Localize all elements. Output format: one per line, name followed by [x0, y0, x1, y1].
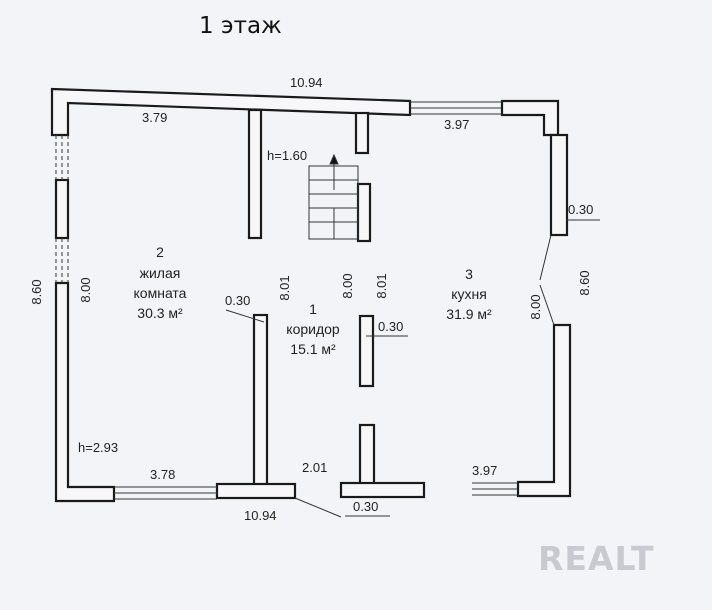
- wall-stair-side: [356, 182, 372, 243]
- leader-bottom-door: [294, 497, 342, 518]
- window-left-upper: [55, 135, 69, 180]
- bottom-wall-center-right: [339, 481, 426, 499]
- top-wall-right: [500, 99, 560, 137]
- bottom-wall-center-left: [215, 482, 297, 500]
- dim-top-right-window: 3.97: [444, 117, 469, 132]
- dim-bottom-overall: 10.94: [244, 508, 277, 523]
- room-name-line2: комната: [134, 285, 187, 301]
- dim-left-inner: 8.00: [78, 277, 93, 302]
- right-wall-lower: [516, 323, 572, 498]
- dim-bottom-left-window: 3.78: [150, 467, 175, 482]
- dim-left-outer: 8.60: [29, 279, 44, 304]
- room-area: 30.3 м²: [137, 305, 183, 321]
- window-left-lower: [55, 238, 69, 283]
- room-3-label: 3 кухня 31.9 м²: [446, 266, 492, 322]
- wall-corridor-lower: [358, 423, 376, 486]
- dim-top-overall: 10.94: [290, 75, 323, 90]
- room-area: 31.9 м²: [446, 306, 492, 322]
- dim-corridor-wall-thickness: 0.30: [378, 319, 403, 334]
- floor-title: 1 этаж: [199, 13, 282, 39]
- top-wall-left: [50, 87, 412, 137]
- dim-bottom-door: 2.01: [302, 460, 327, 475]
- window-top-right: [410, 101, 502, 115]
- room-number: 1: [309, 301, 317, 317]
- dim-stair-height: h=1.60: [267, 148, 307, 163]
- dim-bottom-right-window: 3.97: [472, 463, 497, 478]
- dim-right-outer: 8.60: [577, 270, 592, 295]
- leader-partition-thickness: [225, 309, 265, 323]
- dim-corridor-right: 8.01: [374, 273, 389, 298]
- right-opening-line-lower: [539, 284, 555, 326]
- room-number: 2: [156, 244, 164, 260]
- dim-right-wall-thickness: 0.30: [568, 202, 593, 217]
- left-wall-pier: [54, 178, 70, 240]
- dim-top-left-window: 3.79: [142, 110, 167, 125]
- wall-left-partition: [247, 108, 263, 240]
- right-opening-line-upper: [539, 234, 552, 281]
- staircase: [308, 153, 359, 240]
- wall-left-lower: [252, 313, 269, 489]
- room-name: кухня: [451, 286, 487, 302]
- room-area: 15.1 м²: [290, 341, 336, 357]
- dim-bottom-wall-thickness: 0.30: [353, 499, 378, 514]
- wall-corridor-pier: [358, 314, 375, 388]
- dim-partition-left: 8.01: [277, 275, 292, 300]
- realt-watermark: REALT: [538, 539, 655, 578]
- room-2-label: 2 жилая комната 30.3 м²: [134, 244, 187, 321]
- dim-right-inner: 8.00: [528, 294, 543, 319]
- dim-corridor-left: 8.00: [340, 273, 355, 298]
- dim-ceiling-height: h=2.93: [78, 440, 118, 455]
- right-wall-upper: [549, 133, 569, 237]
- window-bottom-right: [472, 482, 518, 496]
- room-1-label: 1 коридор 15.1 м²: [286, 301, 340, 357]
- dim-partition-thickness: 0.30: [225, 293, 250, 308]
- left-wall-lower: [54, 281, 116, 503]
- window-bottom-left: [114, 486, 217, 500]
- wall-stair-top: [354, 111, 370, 155]
- room-name: коридор: [286, 321, 340, 337]
- room-number: 3: [465, 266, 473, 282]
- room-name-line1: жилая: [140, 265, 181, 281]
